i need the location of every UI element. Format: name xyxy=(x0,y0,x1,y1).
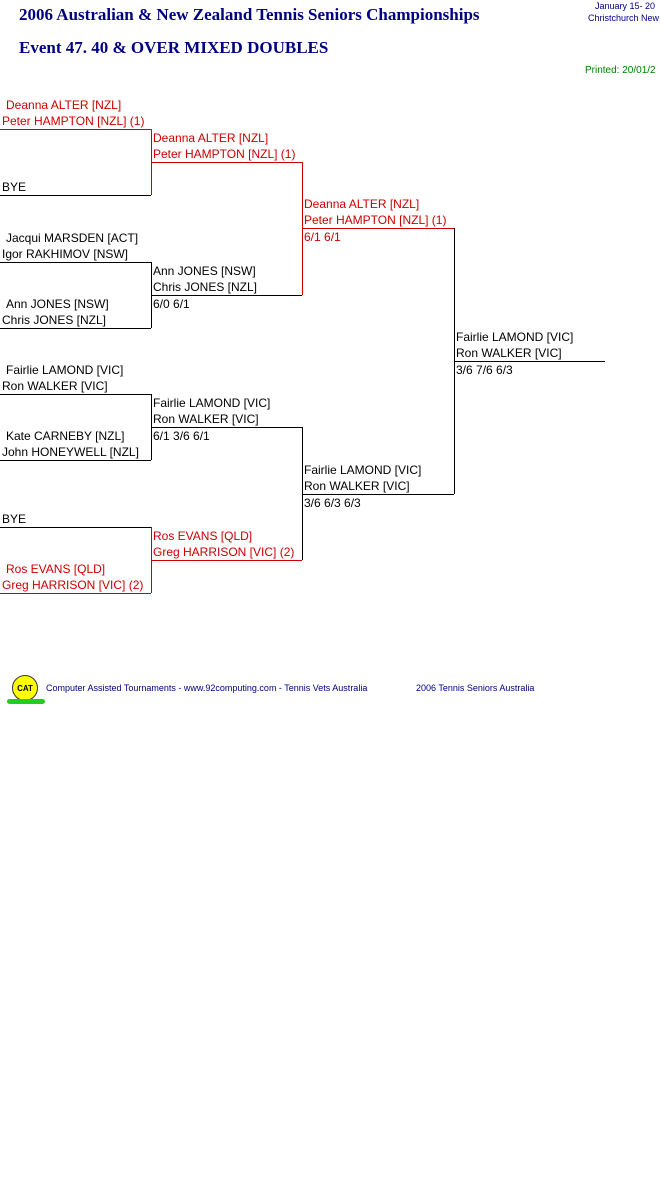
r2-slot-0-player2: Peter HAMPTON [NZL] (1) xyxy=(153,147,296,161)
footer-credit: Computer Assisted Tournaments - www.92co… xyxy=(46,683,368,693)
r1-line-6 xyxy=(0,527,151,528)
r3-slot-1-score: 3/6 6/3 6/3 xyxy=(304,496,361,510)
r1-line-4 xyxy=(0,394,151,395)
winner-player2: Ron WALKER [VIC] xyxy=(456,346,562,360)
r1-slot-2-player1: Jacqui MARSDEN [ACT] xyxy=(6,231,139,245)
r1-slot-2-player2: Igor RAKHIMOV [NSW] xyxy=(2,247,129,261)
winner-line xyxy=(454,361,605,362)
championship-title: 2006 Australian & New Zealand Tennis Sen… xyxy=(19,5,480,24)
r2-slot-2-player2: Ron WALKER [VIC] xyxy=(153,412,259,426)
r2-slot-3-player2: Greg HARRISON [VIC] (2) xyxy=(153,545,295,559)
cat-logo-base xyxy=(7,699,45,704)
r1-slot-0-player1: Deanna ALTER [NZL] xyxy=(6,98,122,112)
r1-slot-3-player2: Chris JONES [NZL] xyxy=(2,313,107,327)
r3-line-1 xyxy=(302,494,454,495)
r1-line-1 xyxy=(0,195,151,196)
r2-line-3 xyxy=(151,560,302,561)
r2-slot-1-player2: Chris JONES [NZL] xyxy=(153,280,258,294)
r1-slot-4-player2: Ron WALKER [VIC] xyxy=(2,379,108,393)
r2-slot-0-player1: Deanna ALTER [NZL] xyxy=(153,131,269,145)
r2-slot-2-score: 6/1 3/6 6/1 xyxy=(153,429,210,443)
r1-slot-5-player2: John HONEYWELL [NZL] xyxy=(2,445,139,459)
r1-slot-1-player2: BYE xyxy=(2,180,27,194)
footer-org: 2006 Tennis Seniors Australia xyxy=(416,683,535,693)
r2-slot-1-player1: Ann JONES [NSW] xyxy=(153,264,256,278)
r1-line-5 xyxy=(0,460,151,461)
r1-line-3 xyxy=(0,328,151,329)
event-dates: January 15- 20 xyxy=(595,1,656,11)
event-location: Christchurch New xyxy=(588,13,660,23)
r2-slot-1-score: 6/0 6/1 xyxy=(153,297,190,311)
cat-logo-icon: CAT xyxy=(12,675,38,701)
r3-slot-0-score: 6/1 6/1 xyxy=(304,230,341,244)
r2-line-1 xyxy=(151,295,302,296)
r2-line-2 xyxy=(151,427,302,428)
r1-slot-7-player2: Greg HARRISON [VIC] (2) xyxy=(2,578,144,592)
r2-connector-1 xyxy=(302,427,303,560)
r1-line-2 xyxy=(0,262,151,263)
r3-slot-0-player2: Peter HAMPTON [NZL] (1) xyxy=(304,213,447,227)
r3-slot-0-player1: Deanna ALTER [NZL] xyxy=(304,197,420,211)
r3-slot-1-player2: Ron WALKER [VIC] xyxy=(304,479,410,493)
printed-date: Printed: 20/01/2 xyxy=(585,65,656,76)
r2-slot-2-player1: Fairlie LAMOND [VIC] xyxy=(153,396,271,410)
final-score: 3/6 7/6 6/3 xyxy=(456,363,513,377)
event-title: Event 47. 40 & OVER MIXED DOUBLES xyxy=(19,38,329,57)
r1-slot-0-player2: Peter HAMPTON [NZL] (1) xyxy=(2,114,145,128)
r1-slot-5-player1: Kate CARNEBY [NZL] xyxy=(6,429,125,443)
r1-slot-6-player2: BYE xyxy=(2,512,27,526)
r3-line-0 xyxy=(302,228,454,229)
r1-slot-3-player1: Ann JONES [NSW] xyxy=(6,297,109,311)
r2-slot-3-player1: Ros EVANS [QLD] xyxy=(153,529,253,543)
winner-player1: Fairlie LAMOND [VIC] xyxy=(456,330,574,344)
r3-slot-1-player1: Fairlie LAMOND [VIC] xyxy=(304,463,422,477)
r2-line-0 xyxy=(151,162,302,163)
r1-slot-7-player1: Ros EVANS [QLD] xyxy=(6,562,106,576)
r1-slot-4-player1: Fairlie LAMOND [VIC] xyxy=(6,363,124,377)
r1-line-7 xyxy=(0,593,151,594)
r1-line-0 xyxy=(0,129,151,130)
